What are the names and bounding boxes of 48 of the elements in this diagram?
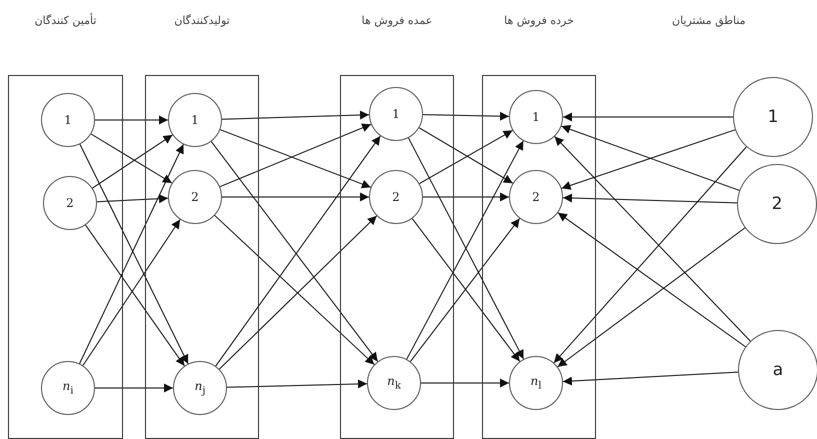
arrow [420,378,510,388]
node-circle [43,176,97,230]
arrow [94,116,168,124]
arrow [562,194,738,204]
arrow [96,194,169,204]
node-label: 2 [772,194,782,214]
arrow [222,192,370,202]
column-heading: تأمین کنندگان [34,14,98,27]
node-label: 1 [768,107,778,127]
arrow [222,110,370,120]
node-label: 2 [66,196,74,210]
node-label: 2 [532,190,540,204]
node-circle [369,170,423,224]
node-label: n$_{k}$ [387,374,401,392]
node-circle [509,356,563,410]
node-circle [168,170,222,224]
column-heading: خرده فروش ها [503,14,575,27]
node-label: 2 [191,190,199,204]
arrow [422,192,510,202]
arrow [94,384,174,392]
column-heading: تولیدکنندگان [173,14,231,27]
node-circle [509,170,563,224]
node-circle [367,356,421,410]
arrow [562,372,739,386]
node-label: a [772,360,784,380]
node-label: 1 [392,107,400,121]
node-circle [41,361,95,415]
arrow [554,136,751,342]
node-label: 1 [191,113,199,127]
node-label: 2 [392,190,400,204]
node-label: 1 [532,110,540,124]
node-circle [369,87,423,141]
node-label: n$_{i}$ [62,379,74,397]
node-label: 1 [64,113,72,127]
arrow [557,212,746,348]
node-circle [41,93,95,147]
node-circle [168,93,222,147]
node-circle [509,90,563,144]
node-label: n$_{l}$ [530,374,542,392]
arrow [562,112,734,122]
arrow [226,379,368,388]
node-circle [173,361,227,415]
arrow [422,112,510,121]
node-label: n$_{j}$ [194,379,206,397]
arrow [557,227,746,368]
arrow [553,146,747,364]
column-heading: مناطق مشتریان [672,14,746,27]
column-heading: عمده فروش ها [360,14,434,27]
